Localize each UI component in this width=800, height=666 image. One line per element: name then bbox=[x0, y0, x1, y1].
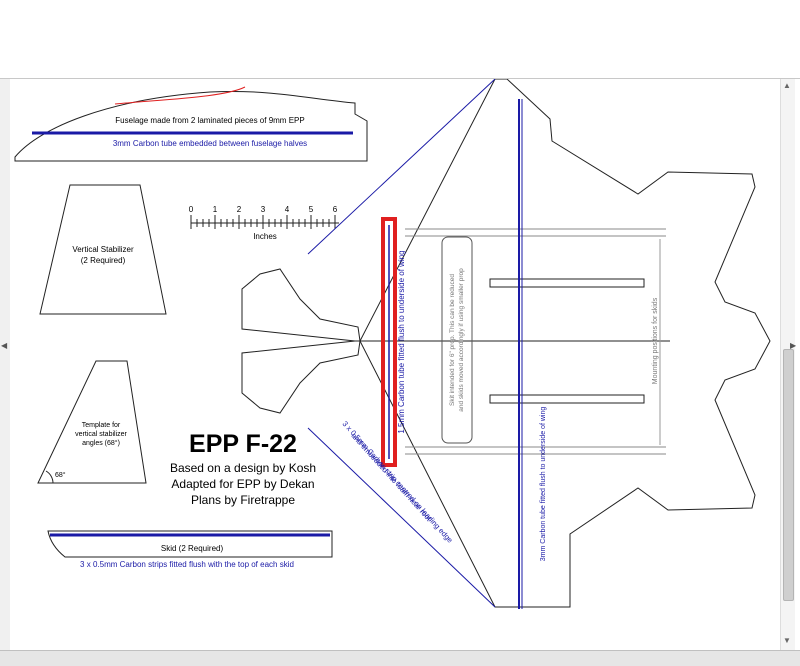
credit-line: Plans by Firetrappe bbox=[191, 493, 295, 507]
angle-label: 68° bbox=[55, 471, 66, 479]
triangle-right-icon[interactable]: ▶ bbox=[790, 341, 797, 350]
ruler-number: 0 bbox=[189, 205, 194, 214]
nose-intake-lower bbox=[241, 340, 361, 414]
template-label: Template for bbox=[82, 422, 121, 429]
wing-leading-edge bbox=[307, 79, 496, 255]
skid-label: Skid (2 Required) bbox=[161, 544, 224, 553]
template-label: angles (68°) bbox=[82, 439, 120, 447]
plan-title: EPP F-22 bbox=[189, 430, 297, 458]
document-viewport: ◀ Fuselage made from 2 laminated pieces … bbox=[0, 78, 800, 651]
fuselage-tube-label: 3mm Carbon tube embedded between fuselag… bbox=[113, 139, 307, 148]
skid-slot bbox=[489, 394, 645, 404]
left-gutter: ◀ bbox=[0, 79, 10, 651]
vertical-scrollbar[interactable]: ▲ ▼ bbox=[780, 79, 795, 651]
ruler-number: 1 bbox=[213, 205, 218, 214]
angle-template-outline bbox=[37, 360, 147, 484]
bottom-status-strip bbox=[0, 650, 800, 666]
skid-carbon-label: 3 x 0.5mm Carbon strips fitted flush wit… bbox=[80, 560, 294, 569]
skid-note-box bbox=[441, 236, 473, 444]
vstab-label: (2 Required) bbox=[81, 256, 126, 265]
credit-line: Based on a design by Kosh bbox=[170, 461, 316, 475]
skid-slot bbox=[489, 278, 645, 288]
ruler-number: 5 bbox=[309, 205, 314, 214]
skid-outline bbox=[47, 530, 333, 558]
nose-intake bbox=[241, 268, 361, 342]
f22-plan-drawing: Fuselage made from 2 laminated pieces of… bbox=[14, 79, 771, 609]
ruler-number: 4 bbox=[285, 205, 290, 214]
aircraft-outline bbox=[359, 79, 771, 608]
triangle-left-icon[interactable]: ◀ bbox=[1, 341, 8, 350]
carbon-tube-blue-label: 3mm Carbon tube fitted flush to undersid… bbox=[540, 407, 547, 562]
triangle-up-icon[interactable]: ▲ bbox=[783, 81, 791, 90]
vertical-stabilizer-outline bbox=[39, 184, 167, 315]
scrollbar-thumb[interactable] bbox=[783, 349, 794, 601]
leading-edge-note: and embedded into foam near root bbox=[350, 431, 434, 523]
fuselage-outline bbox=[14, 90, 368, 162]
template-label: vertical stabilizer bbox=[75, 431, 127, 438]
ruler-ticks bbox=[190, 215, 336, 229]
highlighted-carbon-tube-box bbox=[381, 217, 397, 467]
ruler-number: 6 bbox=[333, 205, 338, 214]
ruler-unit: Inches bbox=[253, 232, 277, 241]
credit-line: Adapted for EPP by Dekan bbox=[171, 477, 314, 491]
carbon-tube-red-label: 1.5mm Carbon tube fitted flush to unders… bbox=[397, 250, 406, 433]
angle-arc bbox=[45, 470, 54, 484]
skid-note: Skit intended for 6" prop. This can be r… bbox=[449, 274, 456, 406]
skid-note: and skids moved accordingly if using sma… bbox=[458, 268, 465, 412]
ruler-number: 2 bbox=[237, 205, 242, 214]
mounting-label: Mounting positions for skids bbox=[652, 297, 659, 384]
fuselage-label: Fuselage made from 2 laminated pieces of… bbox=[115, 116, 304, 125]
vstab-label: Vertical Stabilizer bbox=[72, 245, 134, 254]
wing-leading-edge-lower bbox=[307, 427, 496, 608]
ruler-number: 3 bbox=[261, 205, 266, 214]
triangle-down-icon[interactable]: ▼ bbox=[783, 636, 791, 645]
fuselage-canopy bbox=[114, 86, 246, 105]
